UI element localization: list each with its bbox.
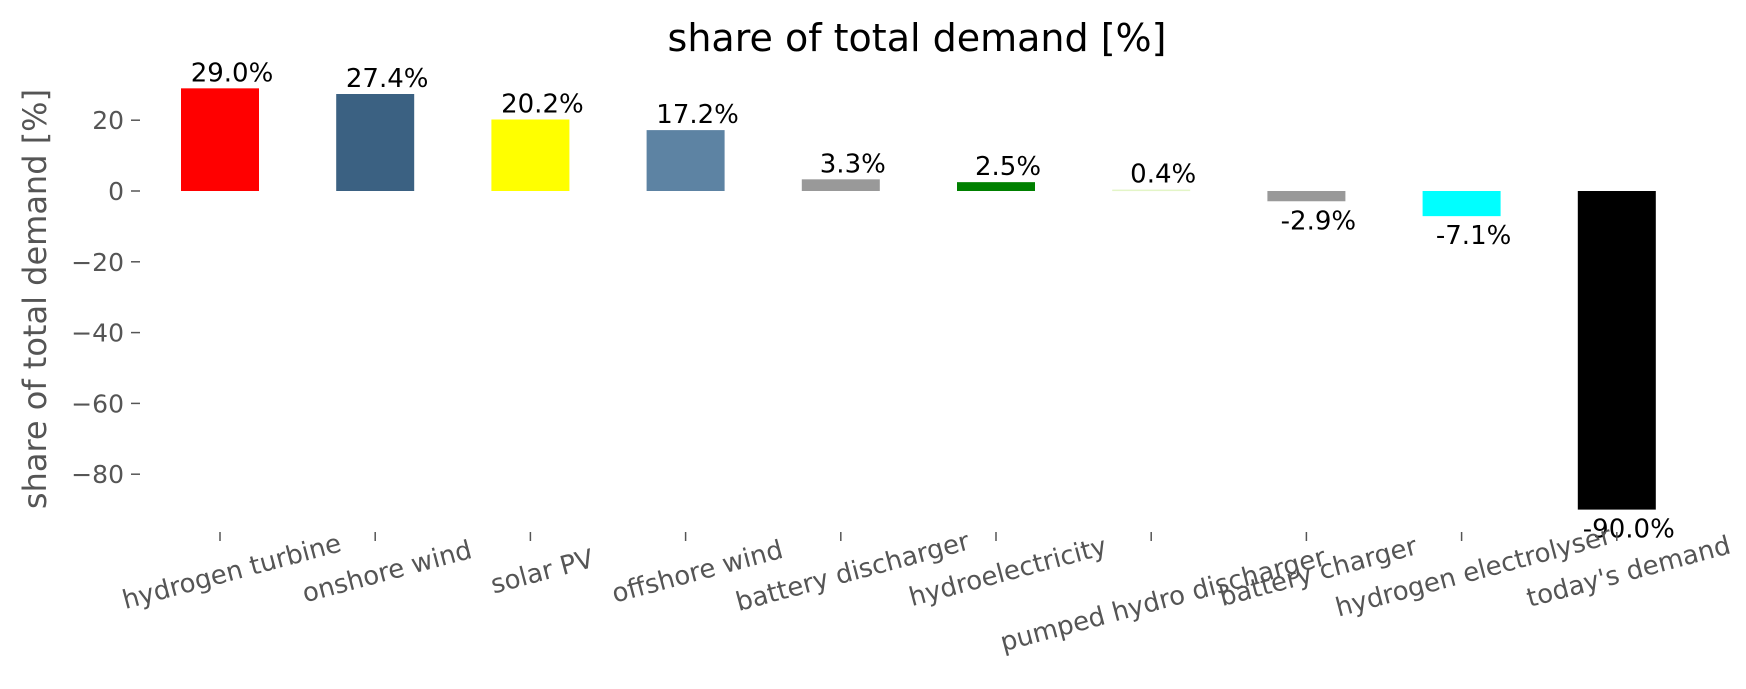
bar-value-label: -90.0% [1583,515,1675,545]
y-tick-label: −40 [71,319,124,348]
y-tick-label: −60 [71,389,124,418]
bar-value-label: 3.3% [820,149,886,179]
x-tick-label: solar PV [488,544,597,600]
bars [181,88,1656,510]
bar [1422,191,1501,217]
bar-value-label: -2.9% [1281,206,1356,236]
y-axis-label: share of total demand [%] [16,89,54,509]
bar-value-label: 0.4% [1130,160,1196,190]
bar-value-label: 27.4% [346,64,429,94]
y-tick-label: 20 [92,106,124,135]
bar [1267,191,1346,202]
bar [1577,191,1656,510]
bar [646,130,725,191]
bar [181,88,259,191]
y-tick-label: −80 [71,460,124,489]
y-tick-label: −20 [71,248,124,277]
y-tick-label: 0 [108,177,124,206]
bar [1112,189,1191,192]
bar [491,119,570,191]
bar-value-label: 17.2% [656,100,739,130]
bar-value-label: 2.5% [975,152,1041,182]
bar-value-label: -7.1% [1436,221,1511,251]
y-axis-ticks: 20 0 −20 −40 −60 −80 [71,106,140,489]
bar [957,182,1035,191]
bar [336,94,415,191]
data-labels: 29.0% 27.4% 20.2% 17.2% 3.3% 2.5% 0.4% -2.9% -7.… [191,58,1675,544]
chart-title: share of total demand [%] [668,16,1167,60]
bar [801,179,880,191]
bar-value-label: 29.0% [191,58,274,88]
bar-value-label: 20.2% [501,89,584,119]
